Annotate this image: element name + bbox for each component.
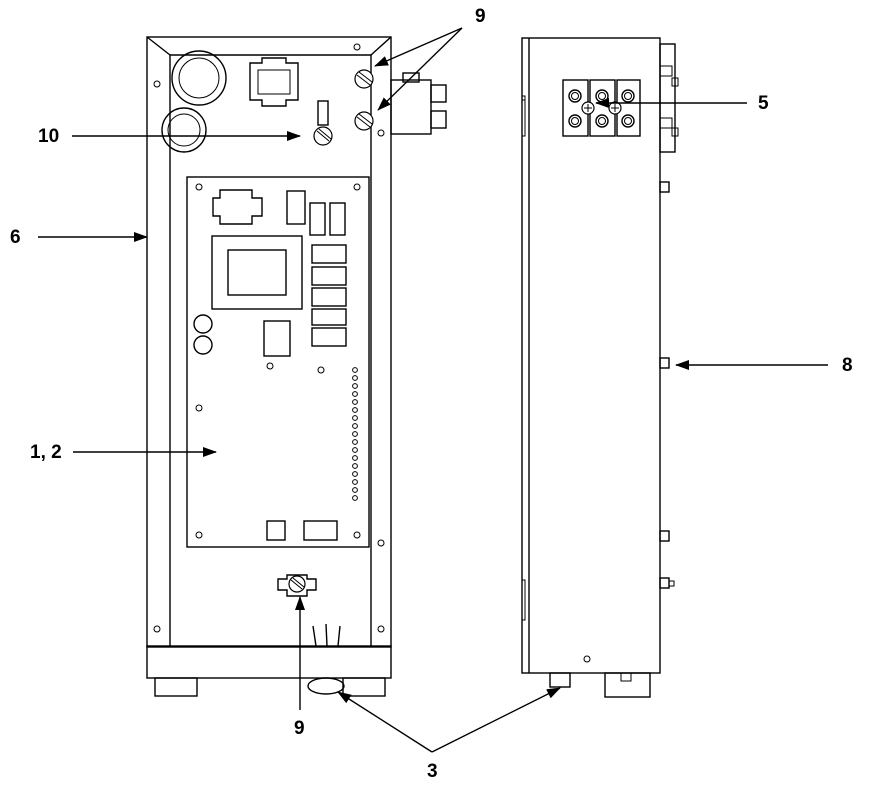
side-enclosure — [521, 37, 661, 674]
knockout-medium — [161, 107, 207, 153]
callout-1-2: 1, 2 — [30, 442, 62, 463]
callout-9-top: 9 — [475, 6, 486, 27]
callout-8: 8 — [842, 355, 853, 376]
callout-3: 3 — [427, 761, 438, 782]
side-terminal — [390, 72, 447, 135]
front-enclosure — [146, 36, 392, 648]
leaders — [38, 27, 828, 753]
screw-icon — [354, 69, 374, 89]
callout-10: 10 — [38, 126, 59, 147]
front-base — [146, 645, 392, 679]
side-view — [521, 37, 679, 698]
front-foot-left — [154, 677, 198, 697]
callout-5: 5 — [758, 93, 769, 114]
side-stud — [659, 357, 670, 369]
top-connector — [249, 57, 299, 107]
screw-icon — [277, 574, 317, 597]
circuit-board — [186, 176, 370, 548]
callout-6: 6 — [10, 227, 21, 248]
front-view — [146, 36, 447, 697]
screw-icon — [354, 111, 374, 131]
front-foot-right — [342, 677, 386, 697]
knockout-large — [171, 50, 227, 106]
callout-9-bottom: 9 — [294, 718, 305, 739]
cord-grommet — [307, 677, 345, 695]
pin-header — [352, 367, 358, 501]
ground-lug — [313, 100, 333, 146]
terminal-strip — [562, 79, 641, 137]
